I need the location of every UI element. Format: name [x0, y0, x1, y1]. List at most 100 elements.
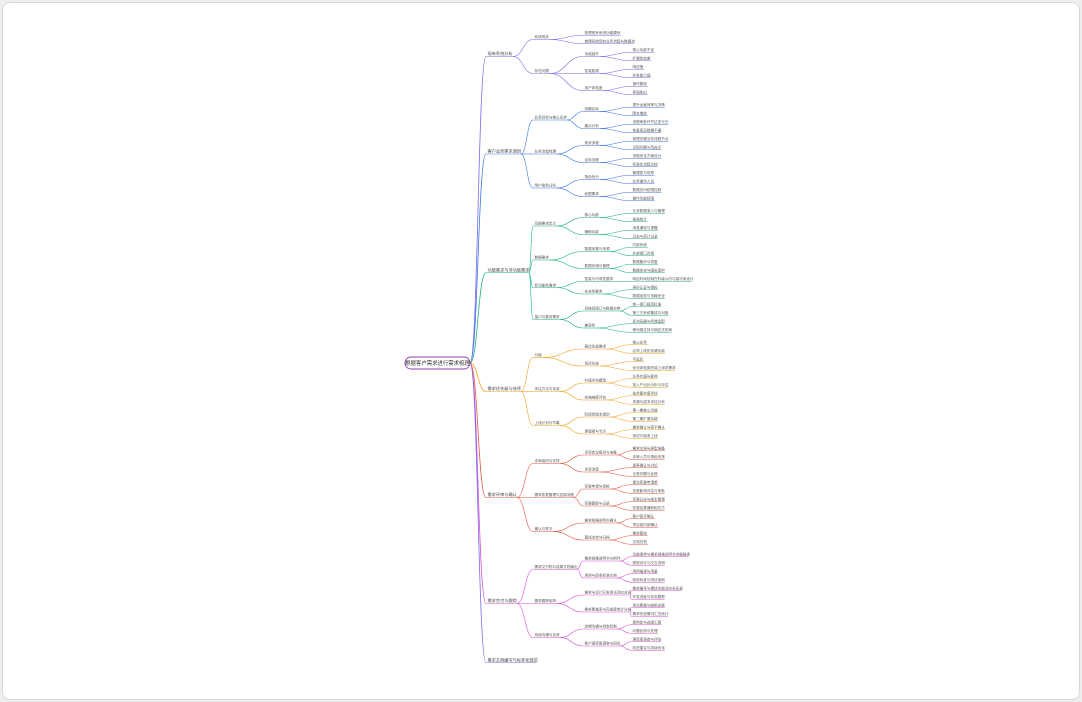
node-label[interactable]: 需求文档与原型准备 [633, 445, 666, 450]
node-label[interactable]: 阶段性版本规划 [585, 412, 611, 417]
node-label[interactable]: 开发进度与状态跟踪 [633, 594, 666, 599]
node-label[interactable]: 需求跟踪矩阵 [535, 598, 557, 603]
node-label[interactable]: 问题反馈与处理 [633, 628, 659, 633]
node-label[interactable]: 流程审批环节过多冗长 [633, 119, 669, 124]
node-label[interactable]: 评审人员与角色安排 [633, 454, 666, 459]
node-label[interactable]: 原型设计与交互说明 [633, 560, 666, 565]
node-label[interactable]: 确认与签字 [535, 526, 553, 531]
node-label[interactable]: 系统现状 [535, 34, 550, 39]
node-label[interactable]: 低优先级 [585, 361, 600, 366]
node-label[interactable]: 需求确认与签字确认 [633, 424, 666, 429]
node-label[interactable]: 数据备份与恢复 [633, 259, 659, 264]
node-label[interactable]: 流程优化方案设计 [633, 153, 662, 158]
node-label[interactable]: 角色划分 [585, 174, 600, 179]
node-label[interactable]: 需求评审与确认 [488, 491, 518, 498]
node-label[interactable]: 降本增效 [633, 110, 648, 115]
node-label[interactable]: 性能瓶颈 [585, 68, 600, 73]
node-label[interactable]: 第一期核心功能 [633, 407, 659, 412]
node-label[interactable]: 里程碑与节点 [585, 429, 607, 434]
node-label[interactable]: 信息孤岛数据不通 [633, 127, 662, 132]
node-label[interactable]: 基线冻结与归档 [585, 535, 611, 540]
node-label[interactable]: 资源与成本评估分析 [633, 399, 666, 404]
node-label[interactable]: 变更跟踪与记录 [585, 501, 611, 506]
node-label[interactable]: 数据访问权限控制 [633, 187, 662, 192]
node-label[interactable]: 日志与审计记录 [633, 233, 659, 238]
node-label[interactable]: 持续沟通与反馈 [535, 632, 561, 637]
node-label[interactable]: 系统间接口与数据交换 [585, 306, 621, 311]
node-label[interactable]: 功能需求与非功能需求 [488, 266, 531, 273]
node-label[interactable]: 高优先级需求 [585, 344, 607, 349]
node-label[interactable]: 核心功能 [585, 212, 600, 217]
node-label[interactable]: 响应时间控制在秒级以内与高可用设计 [633, 276, 694, 281]
node-label[interactable]: 变更影响评估与审批 [633, 488, 666, 493]
node-label[interactable]: 业务价值与影响 [633, 373, 659, 378]
node-label[interactable]: 需求与设计开发测试对应关系 [585, 590, 632, 595]
node-label[interactable]: 测试覆盖与缺陷关联 [633, 602, 666, 607]
node-label[interactable]: 评审流程 [585, 467, 600, 472]
node-label[interactable]: 客户签字确认 [633, 513, 655, 518]
node-label[interactable]: 性能与可用性要求 [585, 276, 614, 281]
node-label[interactable]: 提交变更申请单 [633, 479, 659, 484]
node-label[interactable]: 管理层与领导 [633, 170, 655, 175]
node-label[interactable]: 评审会议组织与准备 [585, 450, 618, 455]
node-label[interactable]: 用户角色分析 [535, 183, 557, 188]
node-label[interactable]: 改进建议与持续优化 [633, 645, 666, 650]
node-label[interactable]: 战略目标 [585, 106, 600, 111]
node-label[interactable]: 核心业务 [633, 339, 648, 344]
node-label[interactable]: 需求规格说明书与附件 [585, 556, 621, 561]
node-label[interactable]: 功能清单与需求规格说明书详细描述 [633, 551, 691, 556]
node-label[interactable]: 需求文档编写与标准化规范 [488, 656, 538, 663]
node-label[interactable]: 客户满意度调查与回访 [585, 641, 621, 646]
node-label[interactable]: 业务目标与核心诉求 [535, 115, 568, 120]
node-label[interactable]: 接口与集成需求 [535, 314, 561, 319]
node-label[interactable]: 测试与验收上线 [633, 433, 659, 438]
node-label[interactable]: 业务操作人员 [633, 178, 655, 183]
node-label[interactable]: 变更日志与版本管理 [633, 496, 666, 501]
node-label[interactable]: 数据采集与来源 [585, 246, 611, 251]
node-label[interactable]: 需求优先级与排序 [488, 385, 522, 392]
node-label[interactable]: 需求规格说明书确认 [585, 518, 618, 523]
node-label[interactable]: 并发能力弱 [633, 72, 651, 77]
node-label[interactable]: 安全性要求 [585, 289, 603, 294]
node-label[interactable]: 需求完成情况汇总统计 [633, 611, 669, 616]
node-label[interactable]: 优化体验类的锦上添花需求 [633, 365, 677, 370]
node-label[interactable]: 存在问题 [535, 68, 550, 73]
node-label[interactable]: 外部接口对接 [633, 250, 655, 255]
node-label[interactable]: 用例与验收标准文档 [585, 573, 618, 578]
node-label[interactable]: 评审组织与安排 [535, 458, 561, 463]
node-label[interactable]: 记录问题与反馈 [633, 471, 659, 476]
node-label[interactable]: 上线计划与节奏 [535, 420, 561, 425]
node-label[interactable]: 必须上线的关键功能 [633, 348, 666, 353]
node-label[interactable]: 消息通知与提醒 [633, 225, 659, 230]
node-label[interactable]: 标准化流程文档 [633, 161, 659, 166]
node-label[interactable]: 用户体验差 [585, 85, 603, 90]
node-label[interactable]: 权限需求 [585, 191, 600, 196]
node-label[interactable]: 辅助功能 [585, 229, 600, 234]
node-label[interactable]: 报表统计 [633, 216, 648, 221]
node-label[interactable]: 扩展性较差 [633, 55, 651, 60]
node-label[interactable]: 文档归档 [633, 539, 648, 544]
node-label[interactable]: 实施难度评估 [585, 395, 607, 400]
node-label[interactable]: 需求变更管理与控制流程 [535, 492, 575, 497]
node-label[interactable]: 内部系统 [633, 242, 648, 247]
node-label[interactable]: 满意度调查与评估 [633, 636, 662, 641]
node-label[interactable]: 定期沟通与例会机制 [585, 624, 618, 629]
node-label[interactable]: 数据安全与隐私保护 [633, 267, 666, 272]
node-label[interactable]: 数据加密与传输安全 [633, 293, 666, 298]
node-label[interactable]: 客户业务需求调研 [488, 148, 522, 155]
node-label[interactable]: 需求交付物与成果文档输出 [535, 564, 579, 569]
node-label[interactable]: 逐条确认与讨论 [633, 462, 659, 467]
node-label[interactable]: 需求覆盖率与完成度统计分析 [585, 607, 632, 612]
node-label[interactable]: 业务流程梳理 [535, 149, 557, 154]
node-label[interactable]: 兼容性 [585, 323, 596, 328]
node-label[interactable]: 项目组内部确认 [633, 522, 659, 527]
node-label[interactable]: 梳理关键业务流程节点 [633, 136, 669, 141]
node-label[interactable]: 多浏览器与终端适配 [633, 318, 666, 323]
node-label[interactable]: 需求基线 [633, 530, 648, 535]
node-label[interactable]: 第三方系统集成与对接 [633, 310, 669, 315]
node-label[interactable]: 移动端支持与响应式布局 [633, 327, 673, 332]
node-label[interactable]: 功能需求定义 [535, 221, 557, 226]
node-label[interactable]: 功能缺失 [585, 51, 600, 56]
node-label[interactable]: 数据存储与管理 [585, 263, 611, 268]
node-label[interactable]: 业务数据录入与管理 [633, 208, 666, 213]
